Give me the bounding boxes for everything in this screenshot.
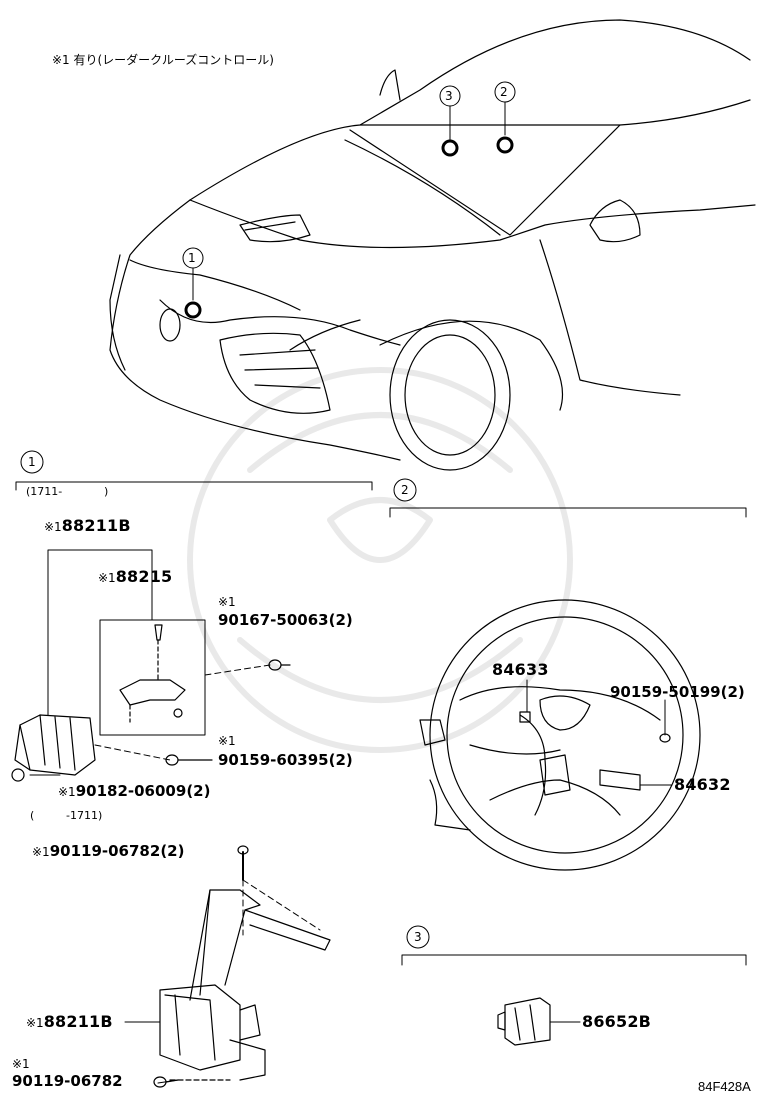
- part-90167-mark: ※1: [218, 595, 236, 609]
- part-mark: ※1: [58, 785, 76, 799]
- section1-date-from-close: ): [104, 485, 109, 498]
- bracket-part: [119, 624, 186, 723]
- bolt-90119-lower: [153, 1076, 179, 1088]
- part-90159-50199[interactable]: 90159-50199(2): [610, 684, 745, 700]
- section3-frame: [401, 925, 747, 966]
- part-number: 88211B: [61, 516, 131, 535]
- car-callout-1: 1: [188, 251, 196, 265]
- part-88211b-upper[interactable]: ※188211B: [44, 518, 131, 534]
- part-88211b-lower[interactable]: ※188211B: [26, 1014, 113, 1030]
- part-mark: ※1: [98, 571, 116, 585]
- section2-number: 2: [401, 483, 409, 497]
- part-mark: ※1: [32, 845, 50, 859]
- section3-number: 3: [414, 930, 422, 944]
- part-qty: (2): [160, 842, 185, 860]
- section1-date-until-open: (: [30, 809, 35, 822]
- car-callout-3: 3: [445, 89, 453, 103]
- bolt-90159-60395: [165, 754, 213, 766]
- location-marker-1: [184, 301, 202, 319]
- part-86652b[interactable]: 86652B: [582, 1012, 652, 1031]
- part-mark: ※1: [44, 520, 62, 534]
- leader-lines-section2: [526, 679, 673, 786]
- section1-number: 1: [28, 455, 36, 469]
- bolt-90159-50199: [659, 733, 671, 743]
- car-callout-2: 2: [500, 85, 508, 99]
- part-90159-60395[interactable]: 90159-60395(2): [218, 752, 353, 768]
- part-84633[interactable]: 84633: [492, 660, 549, 679]
- part-90119-06782-upper[interactable]: ※190119-06782(2): [32, 843, 184, 859]
- part-90119-lower-mark: ※1: [12, 1057, 30, 1071]
- part-88215[interactable]: ※188215: [98, 569, 172, 585]
- radar-sensor-lower: [159, 889, 331, 1081]
- part-number: 90159-50199: [610, 683, 721, 701]
- part-qty: (2): [720, 683, 745, 701]
- steering-wheel: [419, 599, 701, 871]
- section1-frame: [15, 450, 373, 491]
- part-mark: ※1: [26, 1016, 44, 1030]
- part-90182-06009[interactable]: ※190182-06009(2): [58, 783, 210, 799]
- part-number: 90167-50063: [218, 611, 329, 629]
- part-90119-06782-lower[interactable]: 90119-06782: [12, 1072, 123, 1090]
- section1-date-until: -1711): [66, 809, 103, 822]
- switch-86652b: [497, 997, 551, 1046]
- bracket-detail-box: [99, 619, 206, 736]
- location-marker-2: [496, 136, 514, 154]
- section2-frame: [389, 478, 747, 518]
- radar-sensor-upper: [11, 714, 96, 782]
- part-qty: (2): [328, 751, 353, 769]
- section1-date-from: (1711-: [26, 485, 63, 498]
- part-number: 90159-60395: [218, 751, 329, 769]
- diagram-code: 84F428A: [698, 1079, 751, 1094]
- location-marker-3: [441, 139, 459, 157]
- note-radar-cruise: ※1 有り(レーダークルーズコントロール): [52, 53, 274, 67]
- car-callouts: [182, 81, 516, 301]
- part-number: 88215: [115, 567, 173, 586]
- part-number: 90119-06782: [49, 842, 161, 860]
- part-number: 88211B: [43, 1012, 113, 1031]
- part-qty: (2): [186, 782, 211, 800]
- part-84632[interactable]: 84632: [674, 775, 731, 794]
- part-number: 90182-06009: [75, 782, 187, 800]
- watermark-emblem: [187, 367, 573, 753]
- car-outline: [109, 19, 756, 471]
- bolt-90167: [268, 659, 291, 671]
- part-90167-50063[interactable]: 90167-50063(2): [218, 612, 353, 628]
- part-90159-60395-mark: ※1: [218, 734, 236, 748]
- part-qty: (2): [328, 611, 353, 629]
